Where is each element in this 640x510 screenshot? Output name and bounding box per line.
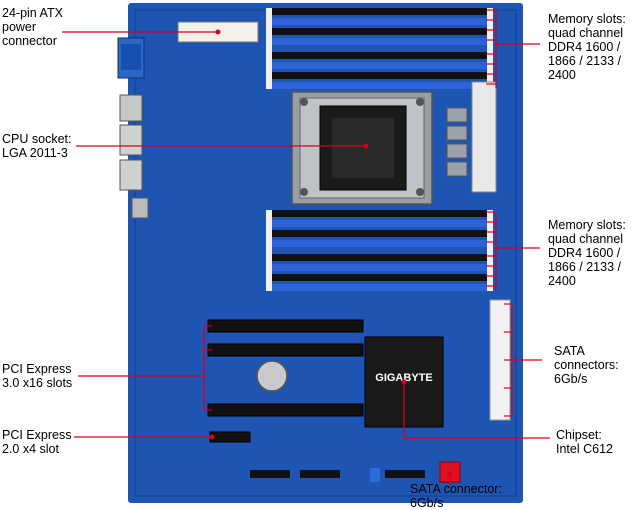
memory-slots-bottom xyxy=(266,210,493,291)
heatsink-brand-label: GIGABYTE xyxy=(375,372,432,384)
label-pcie2-slot: PCI Express 2.0 x4 slot xyxy=(2,428,72,456)
label-pcie3-slots: PCI Express 3.0 x16 slots xyxy=(2,362,73,390)
bottom-headers xyxy=(250,468,425,482)
vrm-chokes xyxy=(446,81,497,193)
pcie2-leader-dot xyxy=(209,434,215,440)
label-memory-slots-top: Memory slots: quad channel DDR4 1600 / 1… xyxy=(548,12,626,82)
cmos-battery xyxy=(256,360,288,392)
label-sata-connector-bottom: SATA connector: 6Gb/s xyxy=(410,482,502,510)
sata-connectors xyxy=(439,299,511,483)
atx-leader-dot xyxy=(215,29,221,35)
label-chipset: Chipset: Intel C612 xyxy=(556,428,613,456)
memory-slots-top xyxy=(266,8,493,89)
cpu-socket xyxy=(291,91,433,205)
label-sata-connectors: SATA connectors: 6Gb/s xyxy=(554,344,619,386)
cpu-leader-dot xyxy=(363,143,369,149)
label-memory-slots-bottom: Memory slots: quad channel DDR4 1600 / 1… xyxy=(548,218,626,288)
label-cpu-socket: CPU socket: LGA 2011-3 xyxy=(2,132,72,160)
chipset-leader-dot xyxy=(401,379,407,385)
sata-bottom-leader-dot xyxy=(447,471,453,477)
label-atx-connector: 24-pin ATX power connector xyxy=(2,6,63,48)
rear-io-panel xyxy=(117,37,149,219)
